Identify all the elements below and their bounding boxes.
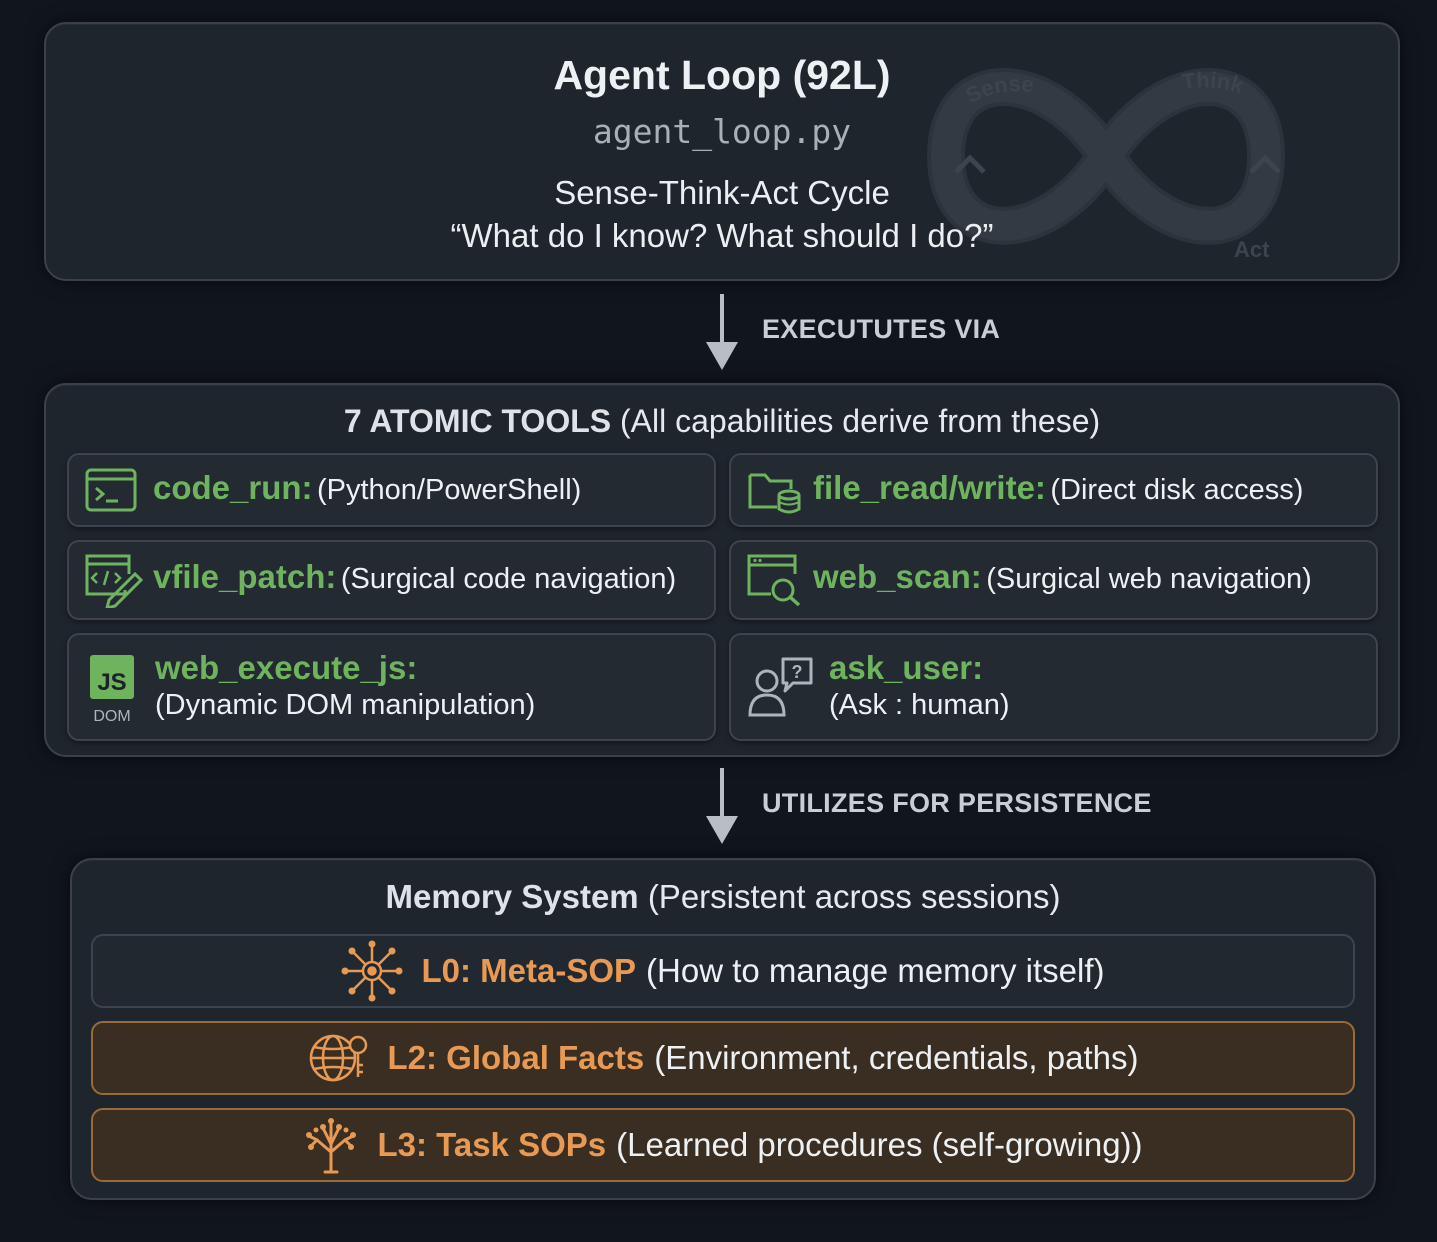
js-icon-text: JS bbox=[97, 669, 126, 696]
dom-icon-text: DOM bbox=[93, 708, 130, 725]
memory-heading: Memory System (Persistent across session… bbox=[72, 878, 1374, 916]
agent-loop-cycle: Sense-Think-Act Cycle bbox=[554, 174, 890, 211]
layer-desc: (How to manage memory itself) bbox=[646, 952, 1105, 989]
terminal-icon bbox=[85, 468, 137, 512]
connector-label-persistence: UTILIZES FOR PERSISTENCE bbox=[762, 788, 1152, 818]
tools-heading-bold: 7 ATOMIC TOOLS bbox=[343, 403, 612, 439]
tool-ask-user: ? ask_user: (Ask : human) bbox=[729, 633, 1378, 741]
memory-layer-l3: L3: Task SOPs (Learned procedures (self-… bbox=[91, 1108, 1355, 1182]
down-arrow-icon bbox=[706, 294, 738, 370]
tools-heading-rest: (All capabilities derive from these) bbox=[619, 403, 1101, 439]
tool-desc: (Python/PowerShell) bbox=[316, 474, 582, 506]
connector-persistence: UTILIZES FOR PERSISTENCE bbox=[700, 766, 1220, 848]
tool-name: code_run: bbox=[153, 469, 313, 506]
tools-heading: 7 ATOMIC TOOLS (All capabilities derive … bbox=[46, 403, 1398, 440]
tool-file-read-write: file_read/write: (Direct disk access) bbox=[729, 453, 1378, 527]
tool-vfile-patch: vfile_patch: (Surgical code navigation) bbox=[67, 540, 716, 620]
agent-loop-card: Sense Think Act Agent Loop (92L) agent_l… bbox=[44, 22, 1400, 281]
layer-name: L2: Global Facts bbox=[387, 1039, 645, 1076]
layer-name: L0: Meta-SOP bbox=[421, 952, 637, 989]
infinity-loop-icon: Sense Think Act bbox=[926, 67, 1286, 262]
user-question-icon: ? bbox=[748, 657, 813, 717]
memory-layer-l0: L0: Meta-SOP (How to manage memory itsel… bbox=[91, 934, 1355, 1008]
tool-web-scan: web_scan: (Surgical web navigation) bbox=[729, 540, 1378, 620]
tool-desc: (Surgical code navigation) bbox=[340, 563, 677, 595]
memory-heading-bold: Memory System bbox=[385, 878, 639, 915]
tool-name: file_read/write: bbox=[813, 469, 1046, 506]
browser-search-icon bbox=[747, 554, 801, 606]
code-edit-icon bbox=[85, 554, 143, 608]
tool-web-execute-js: JS DOM web_execute_js: (Dynamic DOM mani… bbox=[67, 633, 716, 741]
agent-loop-filename: agent_loop.py bbox=[592, 112, 852, 151]
tool-name: web_execute_js: bbox=[155, 649, 418, 686]
tool-desc: (Dynamic DOM manipulation) bbox=[155, 689, 536, 721]
layer-desc: (Learned procedures (self-growing)) bbox=[616, 1126, 1143, 1163]
tool-code-run: code_run: (Python/PowerShell) bbox=[67, 453, 716, 527]
memory-heading-rest: (Persistent across sessions) bbox=[647, 878, 1061, 915]
tool-name: vfile_patch: bbox=[153, 558, 337, 595]
layer-desc: (Environment, credentials, paths) bbox=[654, 1039, 1139, 1076]
connector-executes: EXECUTUTES VIA bbox=[700, 292, 1150, 374]
js-dom-icon: JS DOM bbox=[90, 655, 134, 725]
tool-name: web_scan: bbox=[813, 558, 982, 595]
memory-system-card: Memory System (Persistent across session… bbox=[70, 858, 1376, 1200]
connector-label-executes: EXECUTUTES VIA bbox=[762, 314, 1001, 344]
tool-desc: (Direct disk access) bbox=[1050, 474, 1304, 506]
memory-layer-l2: L2: Global Facts (Environment, credentia… bbox=[91, 1021, 1355, 1095]
globe-key-icon bbox=[309, 1034, 367, 1082]
atomic-tools-card: 7 ATOMIC TOOLS (All capabilities derive … bbox=[44, 383, 1400, 757]
tree-icon bbox=[306, 1118, 357, 1174]
folder-database-icon bbox=[748, 473, 801, 514]
tool-name: ask_user: bbox=[829, 649, 984, 686]
tool-desc: (Ask : human) bbox=[829, 689, 1010, 721]
tool-desc: (Surgical web navigation) bbox=[986, 563, 1312, 595]
down-arrow-icon bbox=[706, 768, 738, 844]
agent-loop-quote: “What do I know? What should I do?” bbox=[450, 217, 994, 254]
infinity-label-act: Act bbox=[1234, 237, 1270, 262]
network-gear-icon bbox=[341, 940, 403, 1002]
question-mark-text: ? bbox=[792, 662, 803, 682]
agent-loop-title: Agent Loop (92L) bbox=[553, 52, 891, 98]
layer-name: L3: Task SOPs bbox=[377, 1126, 607, 1163]
